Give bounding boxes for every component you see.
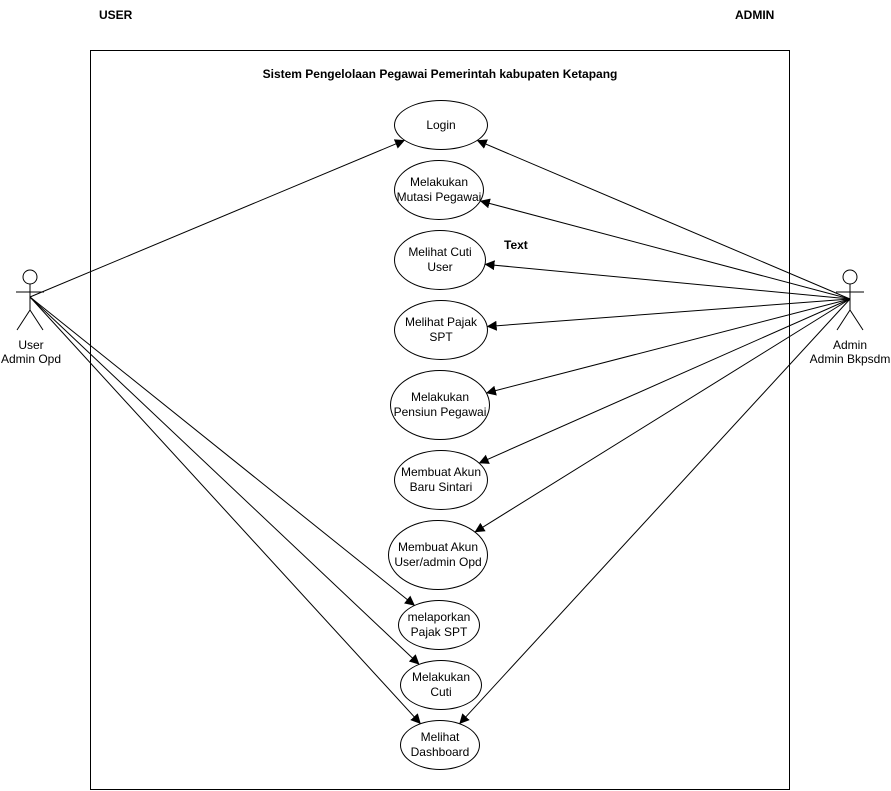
actor-user-label: User Admin Opd: [0, 338, 62, 366]
system-boundary: [90, 50, 790, 790]
association-admin-dashboard: [459, 298, 851, 725]
use-case-akun-opd[interactable]: Membuat Akun User/admin Opd: [388, 520, 488, 590]
use-case-pajak-spt[interactable]: Melihat Pajak SPT: [394, 300, 488, 360]
actor-admin-label: Admin Admin Bkpsdm: [809, 338, 891, 366]
association-user-dashboard: [29, 296, 421, 725]
association-admin-login: [476, 139, 851, 300]
use-case-dashboard[interactable]: Melihat Dashboard: [400, 720, 480, 770]
use-case-login[interactable]: Login: [394, 100, 488, 150]
use-case-lapor-spt[interactable]: melaporkan Pajak SPT: [398, 600, 480, 650]
header-admin: ADMIN: [735, 8, 775, 22]
association-admin-akun-sintari: [478, 298, 851, 464]
free-text-label: Text: [504, 238, 528, 252]
association-admin-pajak-spt: [486, 298, 851, 331]
association-admin-cuti-user: [484, 260, 851, 300]
use-case-pensiun[interactable]: Melakukan Pensiun Pegawai: [390, 370, 490, 440]
association-admin-mutasi: [479, 198, 851, 300]
header-user: USER: [99, 8, 133, 22]
use-case-akun-sintari[interactable]: Membuat Akun Baru Sintari: [394, 450, 488, 510]
association-admin-pensiun: [485, 298, 851, 396]
association-admin-akun-opd: [474, 298, 851, 533]
association-lines: [29, 139, 851, 725]
use-case-cuti-user[interactable]: Melihat Cuti User: [394, 230, 486, 290]
association-user-login: [29, 139, 405, 298]
association-user-cuti: [29, 296, 420, 665]
use-case-cuti[interactable]: Melakukan Cuti: [400, 660, 482, 710]
actor-user-icon[interactable]: [16, 269, 44, 331]
use-case-mutasi[interactable]: Melakukan Mutasi Pegawai: [394, 160, 484, 220]
system-title: Sistem Pengelolaan Pegawai Pemerintah ka…: [262, 67, 618, 81]
actor-admin-icon[interactable]: [836, 269, 864, 331]
association-user-lapor-spt: [29, 296, 415, 606]
